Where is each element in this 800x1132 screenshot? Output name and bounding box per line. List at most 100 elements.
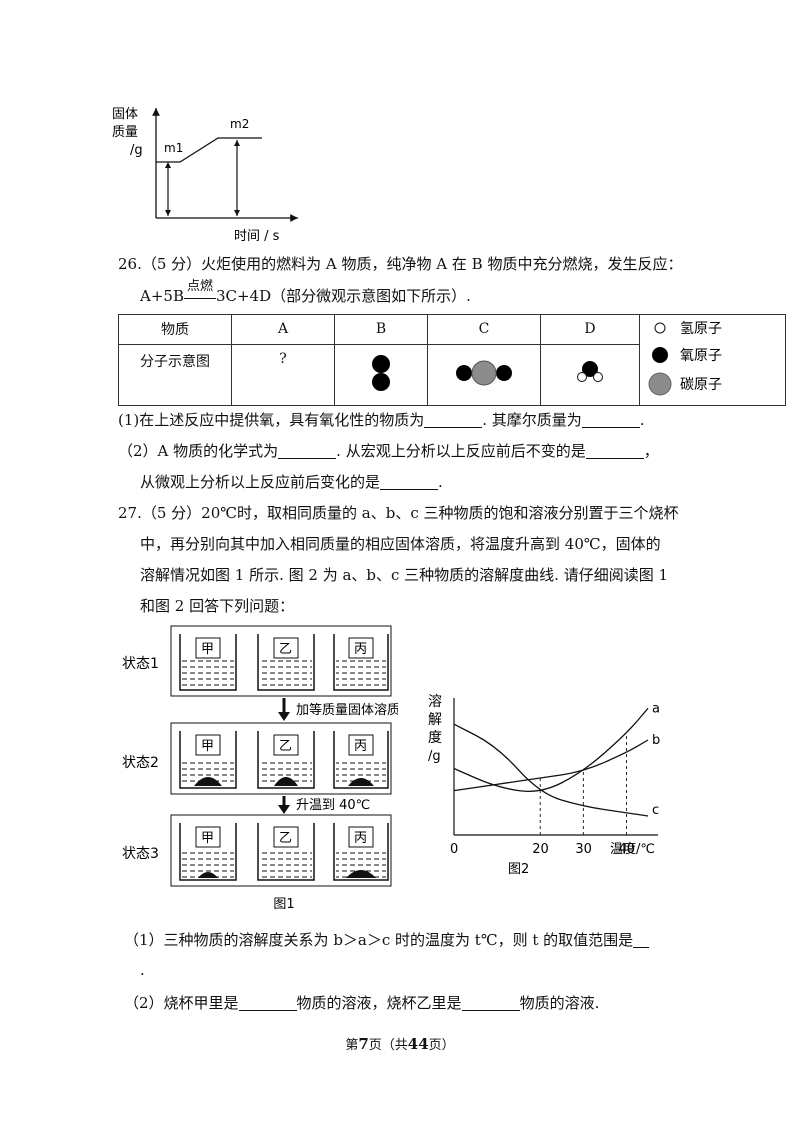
answer-blank-3[interactable] (278, 442, 337, 459)
th-b: B (334, 314, 428, 345)
carbon-atom-icon (648, 372, 672, 396)
ylabel-line2: 质量 (112, 125, 138, 140)
th-a: A (231, 314, 335, 345)
step-2-label: 升温到 40℃ (296, 798, 370, 813)
q27-part2: （2）烧杯甲里是物质的溶液，烧杯乙里是物质的溶液. (124, 994, 600, 1012)
oxygen-atom-icon (652, 347, 668, 363)
q27-part1-end: . (140, 961, 145, 979)
ylabel-line1: 固体 (112, 107, 138, 122)
answer-blank-6[interactable] (633, 931, 650, 948)
state-2-beaker-jia: 甲 (179, 731, 237, 789)
q27-stem-4: 和图 2 回答下列问题： (140, 597, 295, 615)
state-1-label: 状态1 (122, 656, 159, 672)
molecule-b (334, 343, 428, 407)
undissolved-solid (348, 778, 374, 786)
ylabel-char-1: 溶 (428, 694, 442, 710)
co2-molecule-icon (456, 360, 512, 386)
atom-legend: 氢原子 氧原子 碳原子 (639, 314, 786, 406)
q26-part2: （2）A 物质的化学式为. 从宏观上分析以上反应前后不变的是， (118, 442, 659, 460)
h2o-molecule-icon (577, 360, 603, 382)
eq-arrow: 点燃 (183, 279, 216, 306)
curve-label-c: c (652, 803, 659, 818)
answer-blank-5[interactable] (380, 473, 439, 490)
undissolved-solid (346, 870, 376, 878)
svg-text:甲: 甲 (201, 642, 214, 657)
eq-right: 3C+4D（部分微观示意图如下所示）. (215, 287, 471, 305)
svg-text:乙: 乙 (279, 831, 292, 846)
q26-stem: 26.（5 分）火炬使用的燃料为 A 物质，纯净物 A 在 B 物质中充分燃烧，… (118, 255, 683, 273)
molecule-c (427, 343, 541, 407)
state-2-beaker-yi: 乙 (257, 731, 315, 789)
x-tick-40: 40 (618, 842, 635, 857)
th-c: C (427, 314, 541, 345)
q26-part3: 从微观上分析以上反应前后变化的是. (140, 473, 443, 491)
state-2-beaker-bing: 丙 (333, 731, 389, 789)
xlabel: 时间 / s (234, 229, 280, 244)
figure-1-caption: 图1 (273, 897, 294, 912)
eq-condition: 点燃 (186, 279, 213, 294)
page-total: 44 (407, 1035, 429, 1053)
answer-blank-4[interactable] (585, 442, 644, 459)
step-1-label: 加等质量固体溶质 (296, 702, 398, 718)
ylabel-char-3: 度 (428, 730, 442, 746)
x-tick-0: 0 (450, 842, 458, 857)
state-1-frame (170, 625, 392, 697)
q27-stem-3: 溶解情况如图 1 所示. 图 2 为 a、b、c 三种物质的溶解度曲线. 请仔细… (140, 566, 669, 584)
ylabel-line3: /g (130, 143, 143, 158)
molecule-table: 物质 A B C D 氢原子 氧原子 碳原子 分子示意图 ? (118, 314, 786, 407)
curve-c (453, 723, 649, 817)
curve-a (453, 707, 649, 793)
page-footer: 第7页（共44页） (345, 1035, 455, 1053)
state-1-beaker-jia: 甲 (179, 634, 237, 691)
state-3-beaker-yi: 乙 (257, 823, 315, 881)
answer-blank-1[interactable] (424, 411, 483, 428)
answer-blank-8[interactable] (461, 994, 520, 1011)
figure-2-caption: 图2 (508, 862, 529, 877)
q27-stem-2: 中，再分别向其中加入相同质量的相应固体溶质，将温度升高到 40℃，固体的 (140, 535, 661, 553)
x-tick-30: 30 (575, 842, 592, 857)
legend-carbon: 碳原子 (680, 377, 722, 393)
figure-1-beakers: 状态1 状态2 状态3 加等质量固体溶质 升温到 40℃ 甲 乙 丙 甲 (122, 625, 398, 912)
th-substance: 物质 (118, 314, 232, 345)
state-3-label: 状态3 (122, 846, 159, 862)
curve-b (453, 739, 649, 792)
undissolved-solid (194, 777, 222, 786)
page-number: 7 (358, 1035, 369, 1053)
molecule-a: ? (231, 343, 335, 407)
svg-text:乙: 乙 (279, 642, 292, 657)
svg-text:丙: 丙 (354, 642, 367, 657)
answer-blank-7[interactable] (238, 994, 297, 1011)
q27-part1: （1）三种物质的溶解度关系为 b＞a＞c 时的温度为 t℃，则 t 的取值范围是 (124, 930, 650, 950)
state-1-beaker-bing: 丙 (333, 634, 389, 691)
state-2-label: 状态2 (122, 755, 159, 771)
m2-label: m2 (230, 117, 249, 131)
row-label: 分子示意图 (118, 343, 232, 407)
x-tick-20: 20 (532, 842, 549, 857)
step-2-arrow-icon (278, 805, 290, 814)
o2-molecule-icon (372, 354, 390, 391)
m1-label: m1 (164, 141, 183, 155)
answer-blank-2[interactable] (581, 411, 640, 428)
th-d: D (540, 314, 640, 345)
state-3-beaker-jia: 甲 (179, 823, 237, 881)
hydrogen-atom-icon (654, 322, 666, 334)
eq-left: A+5B (140, 287, 184, 305)
ylabel-char-4: /g (428, 749, 441, 764)
undissolved-solid (274, 777, 298, 786)
ylabel-char-2: 解 (428, 712, 442, 728)
curve-label-b: b (652, 733, 660, 748)
legend-hydrogen: 氢原子 (680, 321, 722, 337)
undissolved-solid (198, 872, 218, 878)
state-1-beaker-yi: 乙 (257, 634, 315, 691)
state-3-beaker-bing: 丙 (333, 823, 389, 881)
state-3-frame (170, 814, 392, 887)
svg-text:丙: 丙 (354, 831, 367, 846)
svg-text:乙: 乙 (279, 739, 292, 754)
q27-stem-1: 27.（5 分）20℃时，取相同质量的 a、b、c 三种物质的饱和溶液分别置于三… (118, 504, 679, 522)
legend-oxygen: 氧原子 (680, 348, 722, 364)
svg-text:丙: 丙 (354, 739, 367, 754)
x-axis-label: 温度/℃ (610, 841, 655, 857)
